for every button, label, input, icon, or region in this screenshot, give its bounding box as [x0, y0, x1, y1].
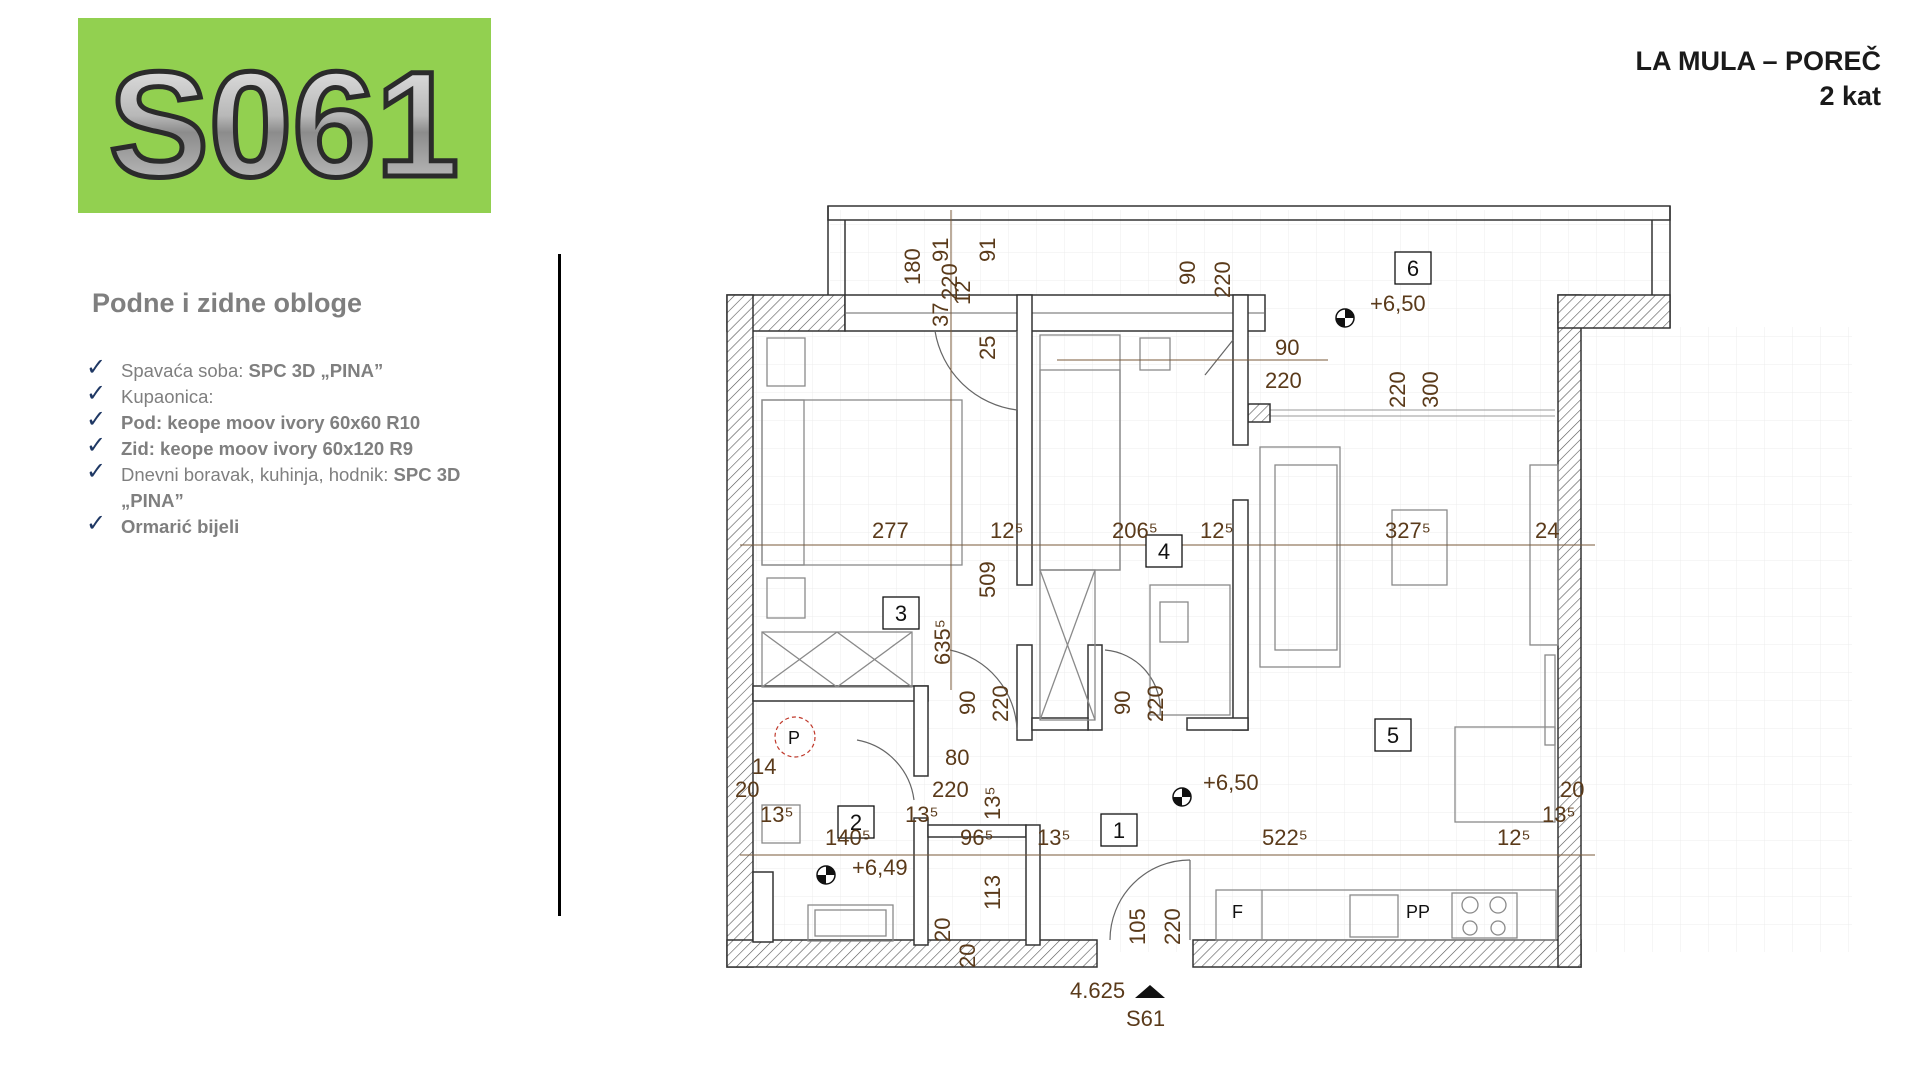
- dimension-label: 220: [1143, 685, 1168, 722]
- dimension-label: 20: [930, 918, 955, 942]
- dimension-label: 220: [937, 263, 962, 300]
- dimension-label: 220: [988, 685, 1013, 722]
- room4-furniture: [1039, 334, 1231, 721]
- dimension-label: 91: [928, 238, 953, 262]
- dimension-label: 80: [945, 745, 969, 770]
- dimension-label: 180: [900, 248, 925, 285]
- finishes-title: Podne i zidne obloge: [92, 288, 362, 318]
- dimension-label: 206⁵: [1112, 518, 1158, 543]
- room-number-1: 1: [1113, 818, 1125, 843]
- exterior-walls: [726, 294, 1671, 968]
- list-item: ✓Kupaonica:: [86, 380, 214, 408]
- bedroom-furniture: [761, 337, 963, 688]
- dimension-label: 220: [1210, 261, 1235, 298]
- check-icon: ✓: [86, 510, 107, 537]
- dimension-label: 20: [1560, 777, 1584, 802]
- finishes-list: ✓Spavaća soba: SPC 3D „PINA” ✓Kupaonica:…: [86, 354, 506, 540]
- unit-code-graphic: S061: [106, 38, 461, 211]
- room-number-5: 5: [1387, 723, 1399, 748]
- bathroom-fixtures: [761, 716, 894, 942]
- elevation-terrace: +6,50: [1370, 291, 1426, 316]
- dimension-label: 140⁵: [825, 825, 871, 850]
- dimension-label: 90: [1110, 691, 1135, 715]
- room-numbers: 6 4 3 5 2 1: [837, 251, 1432, 847]
- label-fridge: F: [1232, 902, 1243, 922]
- dimension-label: 635⁵: [930, 619, 955, 665]
- room-number-4: 4: [1158, 539, 1170, 564]
- dimension-label: 12: [950, 281, 975, 305]
- elevation-markers: [816, 308, 1355, 998]
- entrance-level: 4.625: [1070, 978, 1125, 1003]
- dimension-label: 90: [955, 691, 980, 715]
- check-icon: ✓: [86, 458, 107, 485]
- dimension-label: 300: [1418, 371, 1443, 408]
- dimension-label: 522⁵: [1262, 825, 1308, 850]
- dimension-label: 13⁵: [905, 802, 939, 827]
- dimension-label: 90: [1275, 335, 1299, 360]
- dimension-label: 90: [1175, 261, 1200, 285]
- dimension-label: 13⁵: [980, 786, 1005, 820]
- dimension-label: 24: [1535, 518, 1559, 543]
- project-header: LA MULA – POREČ 2 kat: [1635, 44, 1881, 114]
- dimension-label: 12⁵: [1497, 825, 1531, 850]
- dimension-label: 105: [1125, 908, 1150, 945]
- check-icon: ✓: [86, 354, 107, 381]
- living-furniture: [1215, 446, 1559, 941]
- elevation-hall: +6,50: [1203, 770, 1259, 795]
- dimension-label: 20: [735, 777, 759, 802]
- dimension-label: 37: [928, 303, 953, 327]
- dimension-label: 14: [752, 754, 776, 779]
- elevation-bath: +6,49: [852, 855, 908, 880]
- unit-code-badge: S061: [78, 18, 491, 213]
- dimension-label: 91: [975, 238, 1000, 262]
- dimension-label: 13⁵: [760, 802, 794, 827]
- dimension-label: 13⁵: [1037, 825, 1071, 850]
- dimension-label: 113: [980, 875, 1005, 910]
- check-icon: ✓: [86, 406, 107, 433]
- dimension-label: 220: [1160, 908, 1185, 945]
- dimension-label: 12⁵: [1200, 518, 1234, 543]
- floor-plan: 6 4 3 5 2 1 +6,50 +6,50 +6,49 P F PP 4.6…: [726, 205, 1852, 1031]
- list-item: ✓Pod: keope moov ivory 60x60 R10: [86, 406, 421, 434]
- check-icon: ✓: [86, 380, 107, 407]
- dimension-label: 25: [975, 336, 1000, 360]
- dimension-label: 20: [955, 944, 980, 968]
- floor-tiling: [752, 327, 1852, 952]
- dimension-label: 220: [1265, 368, 1302, 393]
- label-shaft: P: [788, 728, 800, 748]
- list-item: ✓Ormarić bijeli: [86, 510, 240, 538]
- entrance-code: S61: [1126, 1006, 1165, 1031]
- dimension-label: 96⁵: [960, 825, 994, 850]
- dimension-label: 277: [872, 518, 909, 543]
- project-name: LA MULA – POREČ: [1635, 46, 1881, 76]
- floor-label: 2 kat: [1819, 81, 1881, 111]
- room-number-6: 6: [1407, 256, 1419, 281]
- dimension-label: 220: [1385, 371, 1410, 408]
- unit-code-text: S061: [109, 40, 459, 208]
- dimension-label: 13⁵: [1542, 802, 1576, 827]
- label-dishwasher: PP: [1406, 902, 1430, 922]
- dimension-label: 12⁵: [990, 518, 1024, 543]
- list-item: ✓Spavaća soba: SPC 3D „PINA”: [86, 354, 384, 382]
- vertical-divider: [558, 254, 561, 916]
- room-number-2: 2: [850, 810, 862, 835]
- list-item: ✓Dnevni boravak, kuhinja, hodnik: SPC 3D…: [86, 458, 461, 512]
- dimension-label: 220: [932, 777, 969, 802]
- interior-walls: [752, 294, 1266, 946]
- dimension-label: 509: [975, 561, 1000, 598]
- list-item: ✓Zid: keope moov ivory 60x120 R9: [86, 432, 414, 460]
- dimension-label: 327⁵: [1385, 518, 1431, 543]
- room-number-3: 3: [895, 601, 907, 626]
- doors: [856, 330, 1234, 941]
- check-icon: ✓: [86, 432, 107, 459]
